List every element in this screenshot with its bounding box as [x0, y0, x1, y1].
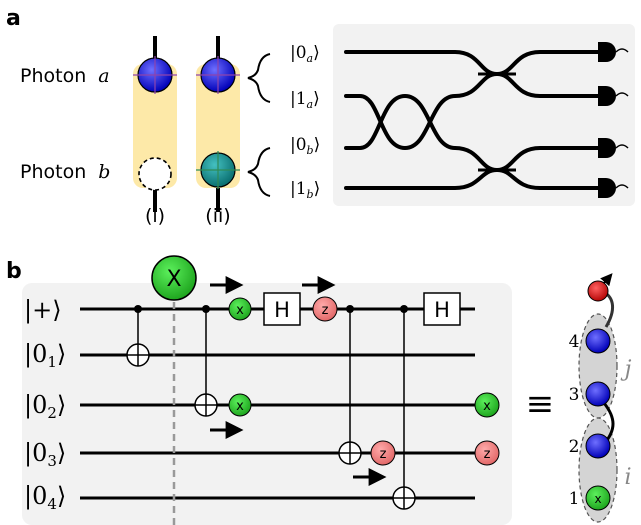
mode-label-1b: |1b⟩	[290, 179, 320, 201]
case-ii-photon-b-spin	[196, 151, 240, 189]
mode-label-0b: |0b⟩	[290, 135, 320, 157]
cnot-gate	[126, 305, 150, 367]
z-gate: z	[474, 440, 500, 466]
brace-photon-a	[247, 53, 271, 103]
detectors	[598, 42, 629, 198]
qubit-label-plus: |+⟩	[24, 296, 62, 325]
detector-icon	[598, 42, 629, 62]
detector-icon	[598, 86, 629, 106]
qubit-label-1: |01⟩	[24, 340, 66, 371]
cnot-gate	[194, 305, 218, 417]
mode-labels: |0a⟩ |1a⟩ |0b⟩ |1b⟩	[290, 43, 320, 201]
x-gate: x	[474, 392, 500, 418]
photon-a-label: Photon a	[20, 65, 110, 87]
z-gate: z	[312, 296, 338, 322]
red-qubit	[587, 280, 609, 302]
graph-node-label-4: 4	[569, 332, 580, 352]
big-x-gate	[151, 255, 197, 301]
panel-a-label: a	[6, 6, 21, 31]
photon-b-label: Photon b	[20, 161, 110, 183]
brace-photon-b	[247, 147, 271, 197]
case-i-pair: (i)	[133, 36, 177, 227]
svg-text:x: x	[236, 303, 244, 318]
photon-a-word: Photon	[20, 65, 86, 87]
h-gate: H	[423, 292, 461, 326]
case-i-yellow-bar	[133, 64, 177, 188]
mode-label-0a: |0a⟩	[290, 43, 320, 65]
qubit-label-4: |04⟩	[24, 482, 66, 513]
x-gate: x	[228, 297, 252, 321]
graph-node-2	[585, 433, 611, 459]
svg-text:z: z	[484, 447, 491, 462]
photon-a-var: a	[98, 65, 109, 87]
case-i-photon-b-empty	[138, 157, 172, 191]
case-ii-label: (ii)	[205, 205, 230, 227]
graph-node-4	[585, 328, 611, 354]
cnot-gate	[338, 305, 362, 465]
graph-node-1	[585, 485, 611, 511]
case-ii-photon-a-spin	[196, 56, 240, 94]
graph-node-label-2: 2	[569, 437, 580, 457]
equivalence-sign: ≡	[526, 384, 555, 424]
x-gate: x	[228, 393, 252, 417]
mode-label-1a: |1a⟩	[290, 89, 320, 111]
graph-state: x 4 3 2 1 j i	[569, 273, 632, 523]
big-x-gate-label: X	[166, 267, 181, 292]
graph-node-label-3: 3	[569, 385, 580, 405]
case-i-photon-a-spin	[133, 56, 177, 94]
photon-b-word: Photon	[20, 161, 86, 183]
waveguide-0b	[344, 93, 600, 173]
optical-network-box	[333, 24, 635, 206]
svg-text:z: z	[380, 447, 387, 462]
waveguide-1a	[344, 71, 600, 151]
graph-node-1-x: x	[594, 492, 601, 506]
group-j-label: j	[620, 357, 632, 382]
svg-text:H: H	[434, 298, 450, 322]
panel-b-label: b	[6, 259, 22, 284]
svg-text:x: x	[236, 399, 244, 414]
svg-text:z: z	[322, 303, 329, 318]
photon-b-var: b	[98, 161, 110, 183]
detector-icon	[598, 138, 629, 158]
graph-node-label-1: 1	[569, 489, 580, 509]
graph-node-3	[585, 381, 611, 407]
detector-icon	[598, 178, 629, 198]
cnot-gate	[392, 305, 416, 510]
qubit-labels: |+⟩ |01⟩ |02⟩ |03⟩ |04⟩	[24, 296, 66, 513]
svg-text:H: H	[274, 298, 290, 322]
qubit-label-2: |02⟩	[24, 391, 66, 422]
qubit-label-3: |03⟩	[24, 439, 66, 470]
group-i-label: i	[624, 465, 631, 490]
case-i-label: (i)	[145, 205, 165, 227]
svg-text:x: x	[483, 399, 491, 414]
case-ii-pair: (ii)	[196, 36, 240, 227]
z-gate: z	[370, 440, 396, 466]
h-gate: H	[263, 292, 301, 326]
